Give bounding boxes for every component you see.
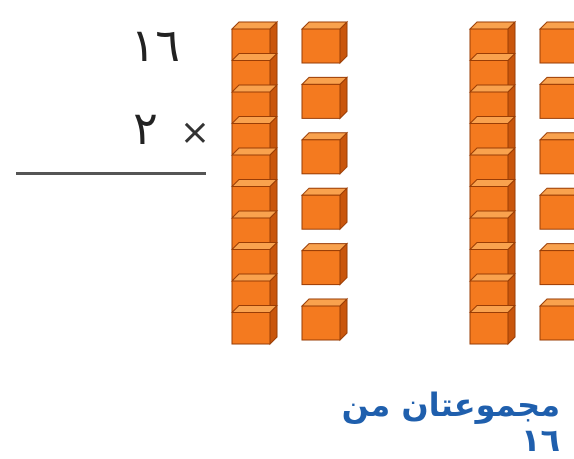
unit-cubes <box>300 20 349 342</box>
rod-unit <box>230 304 279 346</box>
unit-cube <box>538 243 574 286</box>
multiplicand: ١٦ <box>130 18 180 72</box>
times-sign: × <box>179 112 210 153</box>
unit-cube <box>300 186 349 231</box>
block-group <box>468 20 574 346</box>
block-group <box>230 20 349 346</box>
unit-cube <box>300 297 349 342</box>
unit-cube <box>300 242 349 286</box>
unit-cube <box>538 298 574 341</box>
unit-cubes <box>538 21 574 341</box>
multiplier: ٢ <box>133 101 158 155</box>
base-ten-blocks <box>230 20 574 346</box>
ten-rod <box>468 20 517 346</box>
multiplication-figure: ١٦ ٢× مجموعتان من ١٦ <box>16 18 574 458</box>
groups-caption: مجموعتان من ١٦ <box>341 386 560 459</box>
unit-cube <box>538 132 574 175</box>
unit-cube <box>300 76 349 120</box>
rod-unit <box>468 304 517 346</box>
unit-cube <box>300 131 349 176</box>
unit-cube <box>538 187 574 230</box>
answer-line <box>16 172 206 175</box>
multiplier-row: ٢× <box>80 105 210 151</box>
rod-unit <box>468 83 517 125</box>
unit-cube <box>538 21 574 64</box>
ten-rod <box>230 20 279 346</box>
unit-cube <box>300 20 349 65</box>
unit-cube <box>538 76 574 119</box>
